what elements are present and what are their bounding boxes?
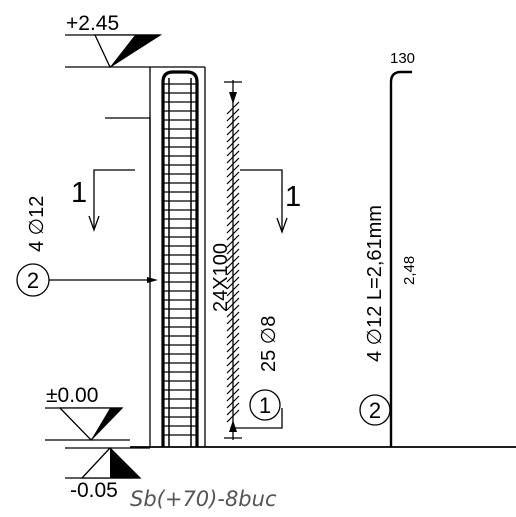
hatch-mark [226,150,240,164]
hatch-mark [226,367,240,381]
bar-label: 4 ∅12 L=2,61mm [364,205,386,362]
hatch-mark [226,234,240,248]
section-cut-right: 1 [240,169,301,234]
hatch-mark [226,269,240,283]
hatch-mark [226,255,240,269]
hatch-mark [226,283,240,297]
hatch-mark [226,402,240,416]
hatch-mark [226,192,240,206]
hatch-mark [226,136,240,150]
stirrup-lines [163,83,197,436]
column-size-label: 24X100 [210,243,232,312]
hatch-mark [226,346,240,360]
hatch-mark [226,171,240,185]
bar-length-label: 2,48 [401,256,418,285]
hatch-mark [226,332,240,346]
marker-2-left: 2 4 ∅12 [16,196,158,297]
hatch-mark [226,262,240,276]
hatch-mark [226,290,240,304]
marker-2-left-label: 2 [27,268,39,293]
level-marker-top: +2.45 [65,12,205,68]
level-bottom-label: -0.05 [70,479,118,502]
hatch-mark [226,108,240,122]
marker-2-right-label: 2 [369,398,381,423]
hatch-mark [226,157,240,171]
hatch-mark [226,388,240,402]
level-marker-bottom: -0.05 [65,447,150,502]
hatch-mark [226,199,240,213]
hatch-mark [226,311,240,325]
hatch-mark [226,248,240,262]
hatch-mark [226,381,240,395]
hatch-mark [226,241,240,255]
hatch-mark [226,101,240,115]
hatch-mark [226,409,240,423]
hatch-mark [226,143,240,157]
hatch-mark [226,353,240,367]
hatch-mark [226,297,240,311]
hatch-mark [226,374,240,388]
rebar-cage [161,70,199,447]
marker-1-label: 1 [259,393,271,418]
hatch-mark [226,395,240,409]
hatch-mark [226,318,240,332]
stirrup-hatch-marks [226,101,240,423]
hatch-mark [226,220,240,234]
hatch-mark [226,360,240,374]
hatch-mark [226,185,240,199]
hatch-mark [226,129,240,143]
hatch-mark [226,178,240,192]
section-mark-right: 1 [285,181,301,213]
bar-hook-label: 130 [390,50,415,67]
section-mark-left: 1 [71,177,87,209]
caption: Sb(+70)-8buc [130,487,277,511]
hatch-mark [226,227,240,241]
stirrup-spacing-dimension [224,80,242,440]
hatch-mark [226,339,240,353]
main-rebar-label: 4 ∅12 [26,196,48,252]
hatch-mark [226,304,240,318]
hatch-mark [226,115,240,129]
stirrup-label: 25 ∅8 [258,316,280,372]
hatch-mark [226,164,240,178]
hatch-mark [226,213,240,227]
level-zero-label: ±0.00 [46,384,98,407]
hatch-mark [226,276,240,290]
bar-shape-detail: 130 2,48 4 ∅12 L=2,61mm 2 [359,50,418,447]
hatch-mark [226,206,240,220]
section-cut-left: 1 [71,117,151,278]
level-top-label: +2.45 [66,12,119,35]
hatch-mark [226,325,240,339]
marker-1: 1 25 ∅8 [233,316,283,429]
hatch-mark [226,122,240,136]
level-marker-zero: ±0.00 [45,384,130,441]
